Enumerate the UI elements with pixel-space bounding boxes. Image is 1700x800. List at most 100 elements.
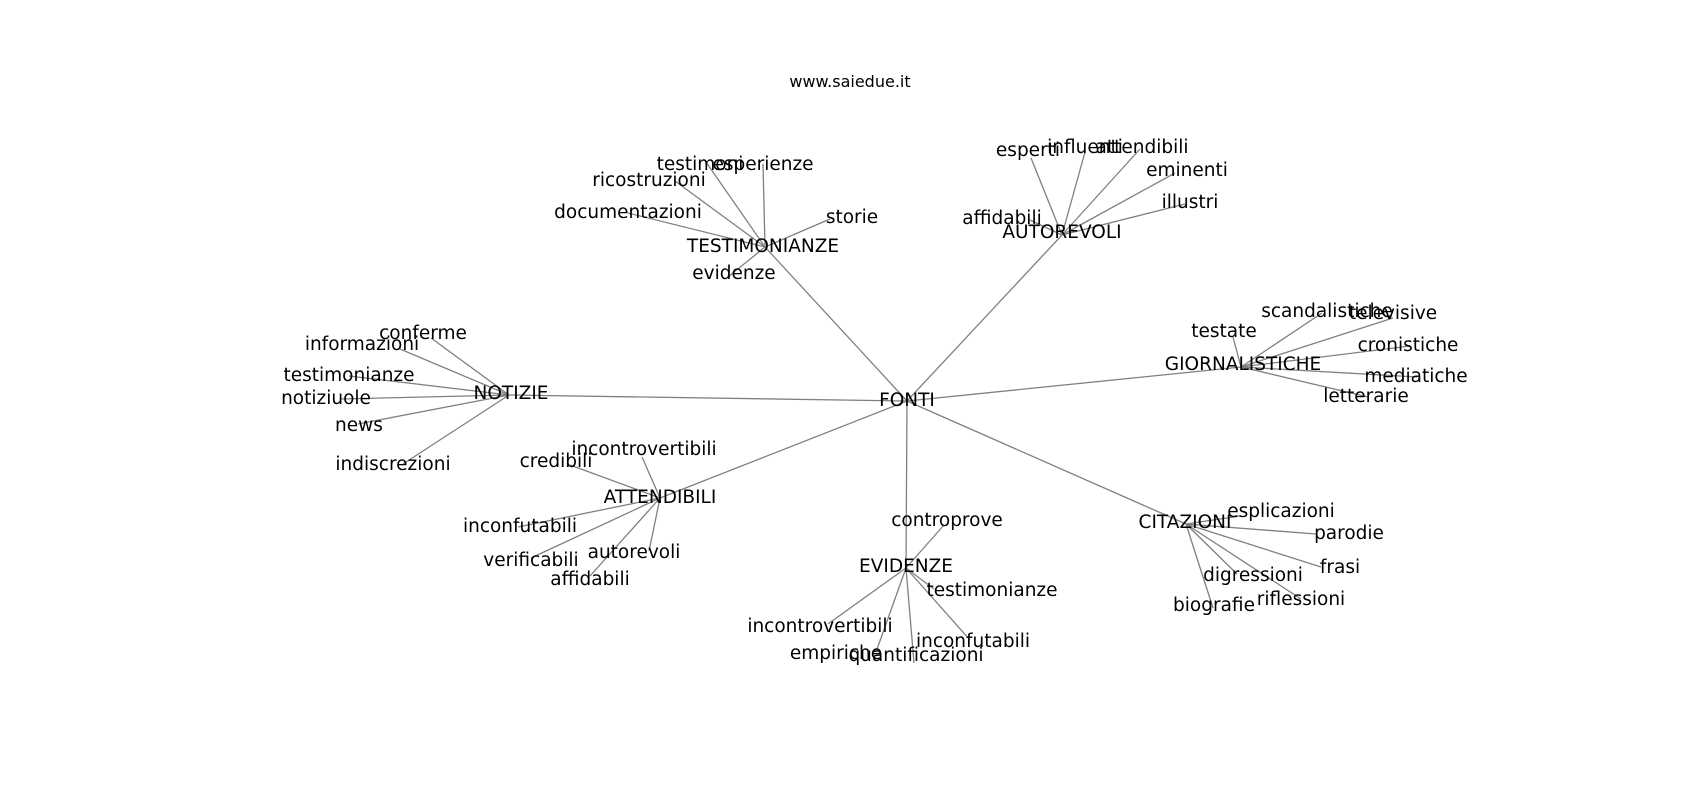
leaf-label-autorevoli-influenti: influenti — [1047, 137, 1123, 158]
hub-label-autorevoli: AUTOREVOLI — [1002, 222, 1121, 243]
hub-label-evidenze: EVIDENZE — [859, 556, 953, 577]
leaf-label-giornalistiche-testate: testate — [1191, 321, 1257, 342]
leaf-label-notizie-informazioni: informazioni — [305, 334, 419, 355]
edge-citazioni-esplicazioni — [1185, 515, 1241, 525]
edge-attendibili-credibili — [569, 464, 661, 499]
edge-testimonianze-evidenze — [727, 246, 766, 278]
edge-root-testimonianze — [764, 246, 908, 402]
edge-giornalistiche-scandalistiche — [1240, 312, 1323, 368]
leaf-label-autorevoli-eminenti: eminenti — [1146, 160, 1228, 181]
edge-evidenze-incontrovertibili — [827, 567, 907, 625]
edge-root-autorevoli — [906, 234, 1063, 402]
leaf-label-giornalistiche-televisive: televisive — [1349, 303, 1437, 324]
hub-label-giornalistiche: GIORNALISTICHE — [1165, 354, 1321, 375]
edge-evidenze-quantificazioni — [905, 567, 915, 664]
leaf-label-evidenze-inconfutabili: inconfutabili — [916, 631, 1030, 652]
edge-citazioni-digressioni — [1185, 523, 1238, 575]
edge-notizie-news — [357, 394, 510, 425]
leaf-label-notizie-conferme: conferme — [379, 323, 467, 344]
edge-testimonianze-documentazioni — [627, 212, 766, 248]
leaf-label-notizie-testimonianze: testimonianze — [283, 365, 414, 386]
leaf-label-testimonianze-testimoni: testimoni — [657, 154, 744, 175]
leaf-label-attendibili-incontrovertibili: incontrovertibili — [571, 439, 716, 460]
edge-testimonianze-esperienze — [762, 163, 766, 248]
edge-citazioni-parodie — [1185, 523, 1317, 535]
hub-label-testimonianze: TESTIMONIANZE — [686, 236, 839, 257]
leaf-label-giornalistiche-scandalistiche: scandalistiche — [1261, 301, 1393, 322]
leaf-label-testimonianze-evidenze: evidenze — [692, 263, 775, 284]
hub-label-notizie: NOTIZIE — [474, 383, 549, 404]
leaf-label-evidenze-controprove: controprove — [891, 510, 1003, 531]
site-credit: www.saiedue.it — [789, 72, 911, 91]
edge-attendibili-affidabili — [589, 497, 661, 577]
edge-giornalistiche-televisive — [1240, 317, 1394, 368]
leaf-label-testimonianze-documentazioni: documentazioni — [554, 202, 702, 223]
edge-attendibili-verificabili — [530, 497, 661, 559]
leaf-label-citazioni-frasi: frasi — [1320, 557, 1360, 578]
leaf-label-citazioni-esplicazioni: esplicazioni — [1227, 501, 1335, 522]
edge-root-giornalistiche — [906, 366, 1242, 402]
leaf-label-testimonianze-storie: storie — [826, 207, 878, 228]
leaf-label-notizie-indiscrezioni: indiscrezioni — [335, 454, 450, 475]
leaf-label-attendibili-autorevoli: autorevoli — [588, 542, 681, 563]
edge-testimonianze-testimoni — [705, 161, 766, 248]
leaf-label-attendibili-affidabili: affidabili — [550, 569, 629, 590]
leaf-label-autorevoli-esperti: esperti — [996, 140, 1060, 161]
leaf-label-citazioni-digressioni: digressioni — [1203, 565, 1303, 586]
edge-evidenze-inconfutabili — [905, 567, 971, 641]
edge-notizie-indiscrezioni — [402, 394, 510, 465]
edge-citazioni-riflessioni — [1185, 523, 1302, 600]
leaf-label-attendibili-inconfutabili: inconfutabili — [463, 516, 577, 537]
edge-root-citazioni — [906, 400, 1187, 525]
leaf-label-attendibili-credibili: credibili — [520, 451, 593, 472]
edge-giornalistiche-letterarie — [1240, 366, 1369, 398]
edge-evidenze-testimonianze — [905, 567, 935, 590]
edge-autorevoli-esperti — [1030, 157, 1063, 236]
leaf-label-autorevoli-illustri: illustri — [1162, 192, 1219, 213]
root-label: FONTI — [879, 390, 935, 411]
leaf-label-giornalistiche-letterarie: letterarie — [1323, 386, 1408, 407]
edge-attendibili-inconfutabili — [517, 497, 661, 528]
leaf-label-evidenze-quantificazioni: quantificazioni — [848, 645, 983, 666]
leaf-label-autorevoli-attendibili: attendibili — [1096, 137, 1189, 158]
leaf-label-testimonianze-ricostruzioni: ricostruzioni — [592, 170, 706, 191]
edge-autorevoli-affidabili — [1029, 219, 1063, 236]
edge-layer — [339, 148, 1418, 664]
hub-label-citazioni: CITAZIONI — [1139, 512, 1232, 533]
leaf-label-citazioni-parodie: parodie — [1314, 523, 1384, 544]
leaf-label-giornalistiche-cronistiche: cronistiche — [1358, 335, 1459, 356]
edge-giornalistiche-testate — [1232, 336, 1242, 368]
edge-root-evidenze — [905, 400, 908, 569]
leaf-label-evidenze-empiriche: empiriche — [790, 643, 882, 664]
edge-notizie-conferme — [430, 337, 510, 396]
leaf-label-testimonianze-esperienze: esperienze — [712, 154, 813, 175]
hub-label-attendibili: ATTENDIBILI — [604, 487, 717, 508]
edge-evidenze-controprove — [905, 524, 945, 569]
edge-attendibili-autorevoli — [648, 497, 661, 552]
edge-autorevoli-eminenti — [1061, 172, 1176, 236]
edge-giornalistiche-cronistiche — [1240, 345, 1411, 368]
edge-testimonianze-storie — [764, 218, 831, 248]
leaf-label-evidenze-incontrovertibili: incontrovertibili — [747, 616, 892, 637]
edge-autorevoli-illustri — [1061, 203, 1186, 236]
edge-testimonianze-ricostruzioni — [674, 180, 766, 248]
leaf-label-evidenze-testimonianze: testimonianze — [926, 580, 1057, 601]
leaf-label-autorevoli-affidabili: affidabili — [962, 208, 1041, 229]
edge-root-attendibili — [659, 400, 908, 499]
leaf-label-notizie-notiziuole: notiziuole — [281, 388, 371, 409]
edge-evidenze-empiriche — [875, 567, 907, 653]
leaf-label-citazioni-biografie: biografie — [1173, 595, 1255, 616]
edge-root-notizie — [508, 394, 908, 402]
edge-attendibili-incontrovertibili — [641, 456, 661, 499]
leaf-label-attendibili-verificabili: verificabili — [483, 550, 578, 571]
edge-notizie-informazioni — [399, 348, 510, 396]
leaf-label-giornalistiche-mediatiche: mediatiche — [1364, 366, 1467, 387]
edge-notizie-notiziuole — [339, 394, 510, 400]
leaf-label-notizie-news: news — [335, 415, 383, 436]
edge-notizie-testimonianze — [348, 375, 510, 396]
edge-autorevoli-attendibili — [1061, 148, 1141, 236]
leaf-label-citazioni-riflessioni: riflessioni — [1257, 589, 1345, 610]
edge-giornalistiche-mediatiche — [1240, 366, 1418, 378]
